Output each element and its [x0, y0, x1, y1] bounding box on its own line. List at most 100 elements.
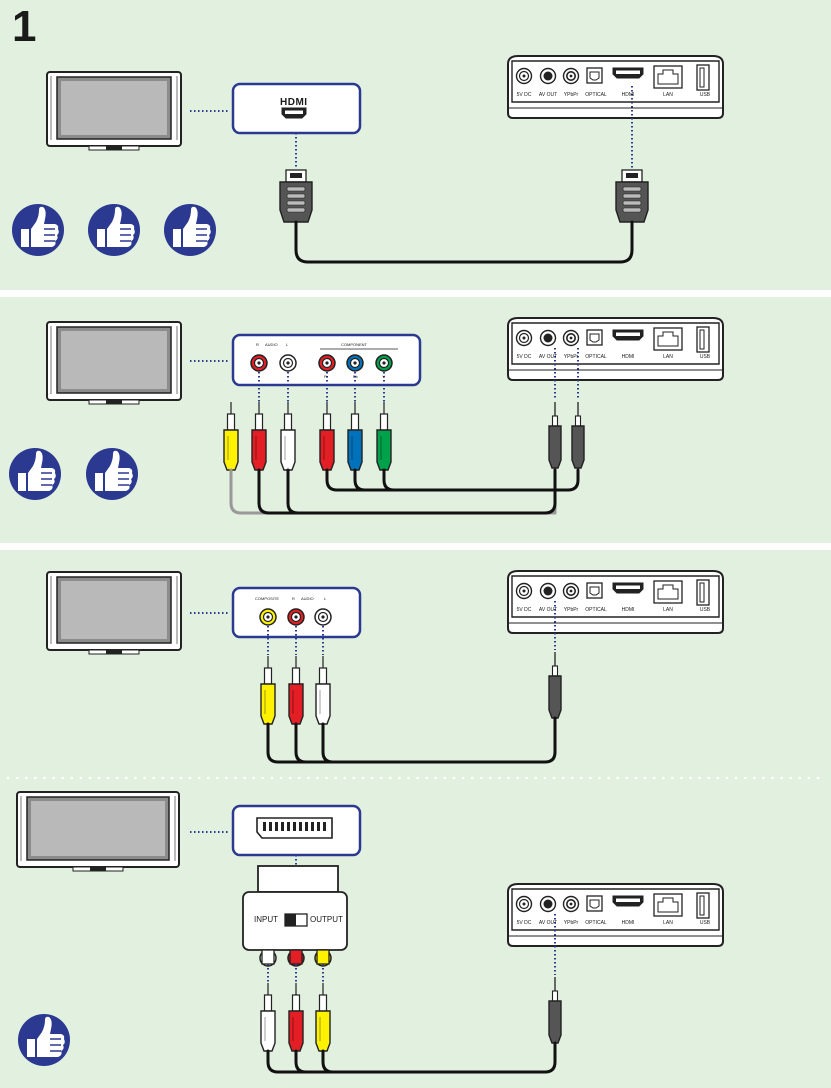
- tv-hdmi-label: HDMI: [280, 97, 308, 108]
- device-optical-label: OPTICAL: [585, 920, 607, 926]
- usb-port-icon: [696, 64, 710, 91]
- device-hdmi-label: HDMI: [621, 920, 635, 926]
- rca-plug-green: [376, 402, 392, 471]
- tv-icon: [46, 321, 182, 405]
- rca-jack-icon: [314, 608, 332, 626]
- rca-plug-red: [288, 656, 304, 725]
- rca-plug-white: [260, 983, 276, 1052]
- device-usb-label: USB: [699, 607, 711, 613]
- media-player-device: [507, 570, 724, 634]
- tv-icon: [16, 791, 180, 872]
- usb-port-icon: [696, 326, 710, 353]
- device-dc-label: 5V DC: [516, 354, 532, 360]
- av-out-port-icon: [539, 67, 557, 85]
- av-cable: [294, 722, 308, 764]
- minijack-plug: [571, 402, 585, 469]
- tv-composite-r-label: R: [292, 596, 295, 601]
- av-cable: [321, 1049, 335, 1074]
- device-ypbpr-label: YPbPr: [563, 920, 579, 926]
- thumbs-up-icon: [12, 204, 64, 256]
- media-player-device: [507, 317, 724, 381]
- rca-socket: [316, 949, 330, 965]
- device-dc-label: 5V DC: [516, 920, 532, 926]
- av-cable: [321, 722, 335, 764]
- component-cable: [325, 468, 580, 492]
- scart-adapter: [242, 865, 348, 951]
- device-optical-label: OPTICAL: [585, 354, 607, 360]
- device-usb-label: USB: [699, 354, 711, 360]
- scart-port-icon: [256, 817, 333, 839]
- optical-port-icon: [586, 582, 603, 599]
- rca-jack-icon: [375, 354, 393, 372]
- rca-jack-icon: [250, 354, 268, 372]
- device-usb-label: USB: [699, 920, 711, 926]
- dc-port-icon: [515, 895, 533, 913]
- rca-socket: [289, 949, 303, 965]
- usb-port-icon: [696, 892, 710, 919]
- rca-plug-white: [280, 402, 296, 471]
- hdmi-port-icon: [612, 67, 644, 79]
- ypbpr-port-icon: [562, 582, 580, 600]
- media-player-device: [507, 55, 724, 119]
- device-optical-label: OPTICAL: [585, 607, 607, 613]
- rca-jack-icon: [279, 354, 297, 372]
- thumbs-up-icon: [164, 204, 216, 256]
- lan-port-icon: [653, 580, 683, 604]
- thumbs-up-icon: [86, 448, 138, 500]
- tv-y-label: Y: [382, 374, 385, 379]
- rca-jack-icon: [259, 608, 277, 626]
- hdmi-plug: [615, 169, 649, 223]
- hdmi-port-icon: [612, 582, 644, 594]
- device-av-out-label: AV OUT: [538, 607, 558, 613]
- scart-output-label: OUTPUT: [310, 915, 343, 924]
- lan-port-icon: [653, 893, 683, 917]
- av-cable: [286, 468, 300, 515]
- device-av-out-label: AV OUT: [538, 92, 558, 98]
- rca-plug-red: [251, 402, 267, 471]
- ypbpr-port-icon: [562, 895, 580, 913]
- thumbs-up-icon: [18, 1014, 70, 1066]
- device-dc-label: 5V DC: [516, 92, 532, 98]
- ypbpr-port-icon: [562, 329, 580, 347]
- device-av-out-label: AV OUT: [538, 354, 558, 360]
- tv-icon: [46, 571, 182, 655]
- rca-plug-blue: [347, 402, 363, 471]
- minijack-plug: [548, 402, 562, 469]
- tv-component-label: COMPONENT: [341, 342, 367, 347]
- step-number: 1: [12, 2, 37, 51]
- component-cable: [353, 468, 367, 492]
- lan-port-icon: [653, 65, 683, 89]
- dc-port-icon: [515, 329, 533, 347]
- device-hdmi-label: HDMI: [621, 92, 635, 98]
- rca-plug-yellow: [315, 983, 331, 1052]
- device-ypbpr-label: YPbPr: [563, 92, 579, 98]
- tv-composite-audio-label: AUDIO: [301, 596, 314, 601]
- thumbs-up-icon: [88, 204, 140, 256]
- av-cable: [266, 1041, 557, 1074]
- tv-composite-l-label: L: [324, 596, 327, 601]
- rca-plug-yellow: [260, 656, 276, 725]
- optical-port-icon: [586, 329, 603, 346]
- rca-plug-red: [319, 402, 335, 471]
- device-lan-label: LAN: [663, 920, 673, 926]
- rca-jack-icon: [287, 608, 305, 626]
- av-cable: [294, 1049, 308, 1074]
- tv-pr-label: Pr: [324, 374, 328, 379]
- dc-port-icon: [515, 582, 533, 600]
- optical-port-icon: [586, 67, 603, 84]
- component-cable: [382, 468, 396, 492]
- av-out-port-icon: [539, 895, 557, 913]
- device-usb-label: USB: [699, 92, 711, 98]
- av-out-port-icon: [539, 582, 557, 600]
- device-hdmi-label: HDMI: [621, 354, 635, 360]
- ypbpr-port-icon: [562, 67, 580, 85]
- rca-plug-red: [288, 983, 304, 1052]
- device-lan-label: LAN: [663, 92, 673, 98]
- device-lan-label: LAN: [663, 607, 673, 613]
- device-ypbpr-label: YPbPr: [563, 607, 579, 613]
- rca-socket: [261, 949, 275, 965]
- av-cable: [266, 716, 557, 764]
- tv-audio-r-label: R: [256, 342, 259, 347]
